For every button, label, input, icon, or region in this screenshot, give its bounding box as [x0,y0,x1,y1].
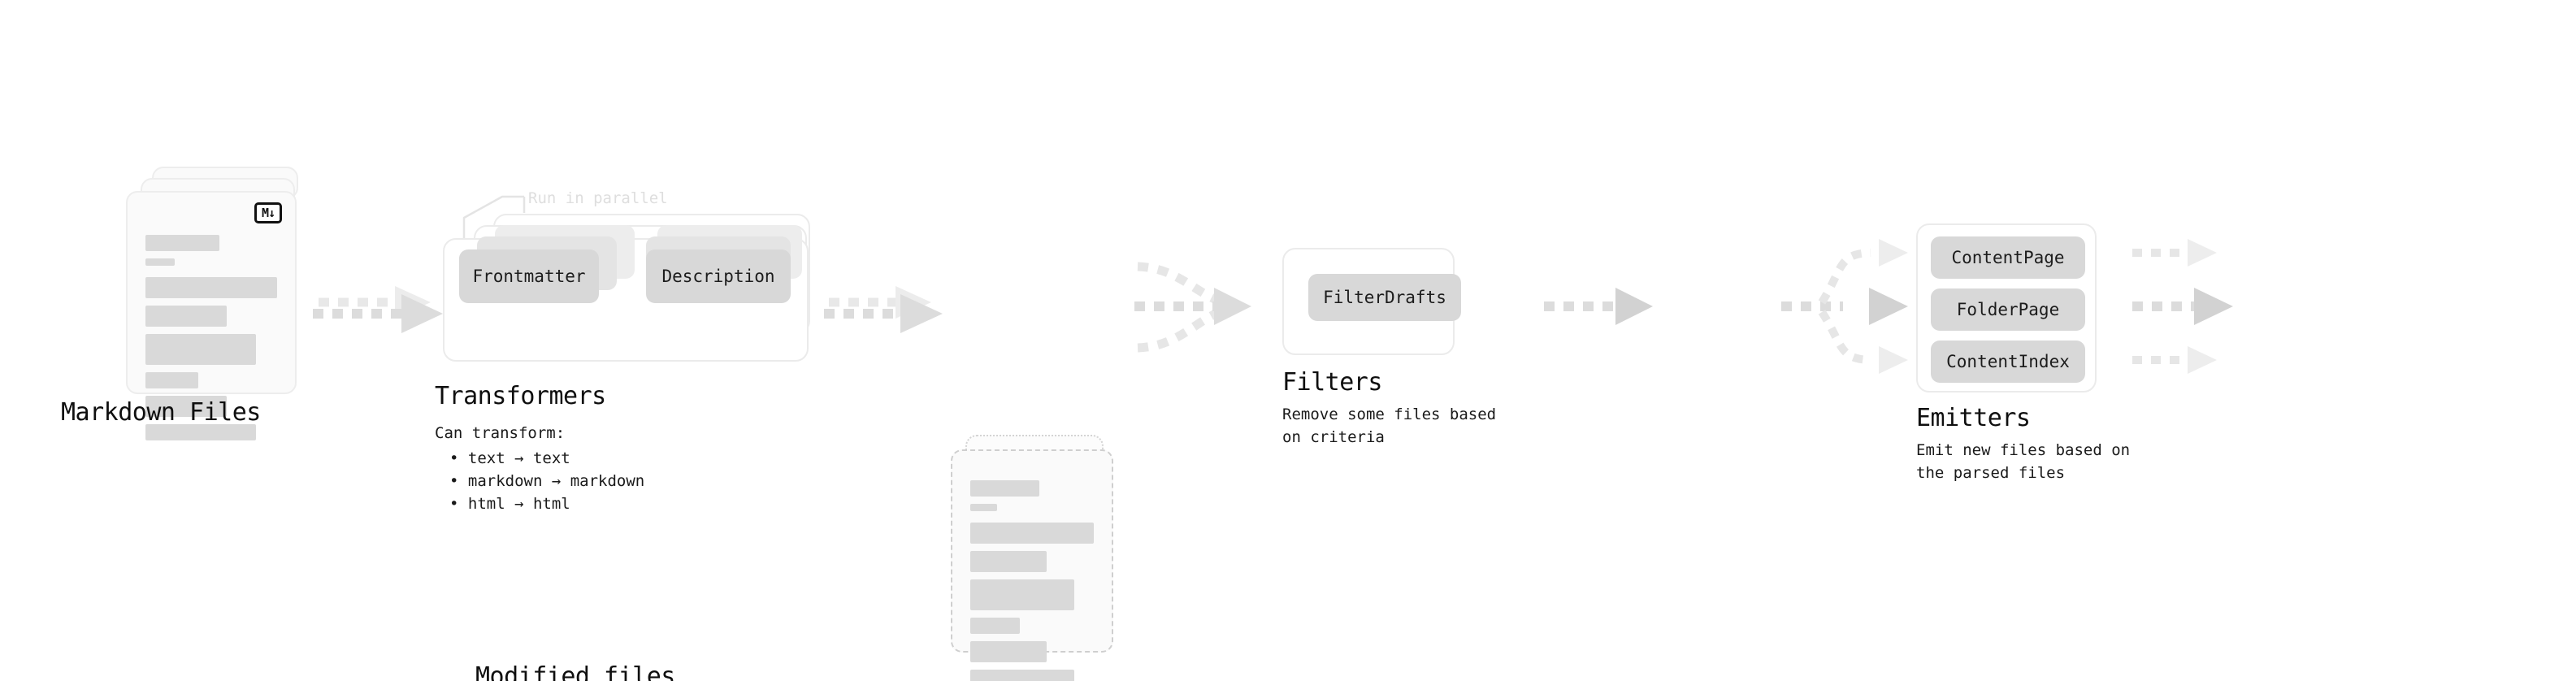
stage-title-emitters: Emitters [1916,404,2031,432]
transformers-bullet-1: • markdown → markdown [449,472,645,490]
arrow-markdown-to-transformers [313,286,443,333]
stage-title-markdown-files: Markdown Files [61,398,261,427]
doc-skeleton [970,480,1094,681]
arrow-filters-to-filtered [1544,288,1653,325]
transformers-bullet-2: • html → html [449,495,570,513]
chip-filterdrafts[interactable]: FilterDrafts [1308,274,1461,321]
transformers-bullet-0: • text → text [449,449,570,467]
stage-emitters[interactable]: ContentPage FolderPage ContentIndex Emit… [1902,223,2194,482]
chip-frontmatter[interactable]: Frontmatter [459,249,599,303]
run-in-parallel-label: Run in parallel [528,189,668,207]
doc-card-front: M↓ [126,191,297,440]
stage-title-modified-files: Modified files [475,662,675,681]
doc-skeleton [145,235,277,448]
filters-box: FilterDrafts [1282,248,1461,355]
doc-card-front [951,449,1113,681]
filters-caption: Remove some files based on criteria [1282,406,1497,446]
stage-modified-files[interactable]: Modified files HTML Syntax Tree + data f… [475,435,1146,681]
markdown-icon: M↓ [254,202,282,223]
chip-contentindex[interactable]: ContentIndex [1931,340,2085,383]
emitters-caption: Emit new files based on the parsed files [1916,441,2131,482]
stage-title-transformers: Transformers [435,382,606,410]
transformer-box-front: Frontmatter Description [443,225,809,362]
stage-title-filters: Filters [1282,368,1382,397]
stage-markdown-files[interactable]: M↓ Markdown Files [61,167,321,440]
arrow-filtered-to-emitters [1781,239,1908,374]
arrow-modified-to-filters [1134,262,1251,353]
chip-folderpage[interactable]: FolderPage [1931,288,2085,331]
stage-transformers[interactable]: Run in parallel Frontmatter Description … [435,189,849,513]
chip-description[interactable]: Description [646,249,791,303]
transformers-caption: Can transform: [435,424,566,442]
stage-filters[interactable]: FilterDrafts Filters Remove some files b… [1268,248,1544,459]
chip-contentpage[interactable]: ContentPage [1931,236,2085,279]
emitters-box: ContentPage FolderPage ContentIndex [1916,223,2097,393]
